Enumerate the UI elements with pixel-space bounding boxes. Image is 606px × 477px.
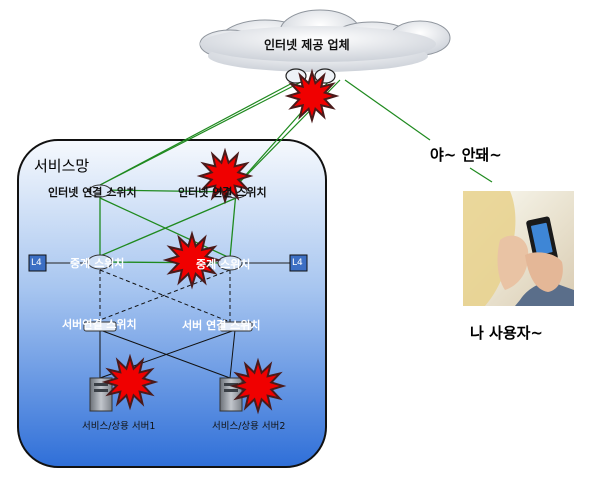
user-shout: 야~ 안돼~ [430, 146, 502, 164]
server-switch-right-icon [219, 321, 253, 332]
l4-right-box [289, 254, 308, 272]
server-2-label: 서비스/상용 서버2 [212, 421, 286, 432]
isp-cloud [199, 9, 451, 72]
service-network-title: 서비스망 [34, 157, 90, 175]
user-photo [463, 191, 574, 306]
server-1-label: 서비스/상용 서버1 [82, 421, 156, 432]
server-1-failure-icon [101, 353, 159, 411]
user-link [469, 167, 493, 183]
internet-switch-failure-icon [196, 147, 254, 205]
relay-switch-right-icon [217, 255, 243, 271]
server-2-icon [219, 377, 243, 412]
isp-cloud-label: 인터넷 제공 업체 [264, 38, 350, 52]
l4-left-label: L4 [31, 258, 42, 268]
l4-left-box [28, 254, 47, 272]
relay-switch-left-label: 중계 스위치 [70, 257, 125, 270]
server-switch-left-icon [83, 321, 117, 332]
server-switch-right-label: 서버 연결 스위치 [182, 319, 261, 332]
internet-switch-right-label: 인터넷 연결 스위치 [178, 186, 267, 199]
relay-switch-left-icon [87, 254, 113, 270]
server-switch-left-label: 서버연결 스위치 [62, 318, 137, 331]
internet-switch-left-label: 인터넷 연결 스위치 [48, 186, 137, 199]
dashed-links [99, 269, 231, 323]
relay-switch-right-label: 중계 스위치 [196, 258, 251, 271]
relay-switch-failure-icon [162, 230, 222, 290]
user-label: 나 사용자~ [470, 324, 543, 342]
server-2-failure-icon [229, 357, 287, 415]
internet-switch-left-icon [88, 184, 112, 198]
l4-right-label: L4 [292, 258, 303, 268]
isp-failure-icon [284, 68, 340, 124]
